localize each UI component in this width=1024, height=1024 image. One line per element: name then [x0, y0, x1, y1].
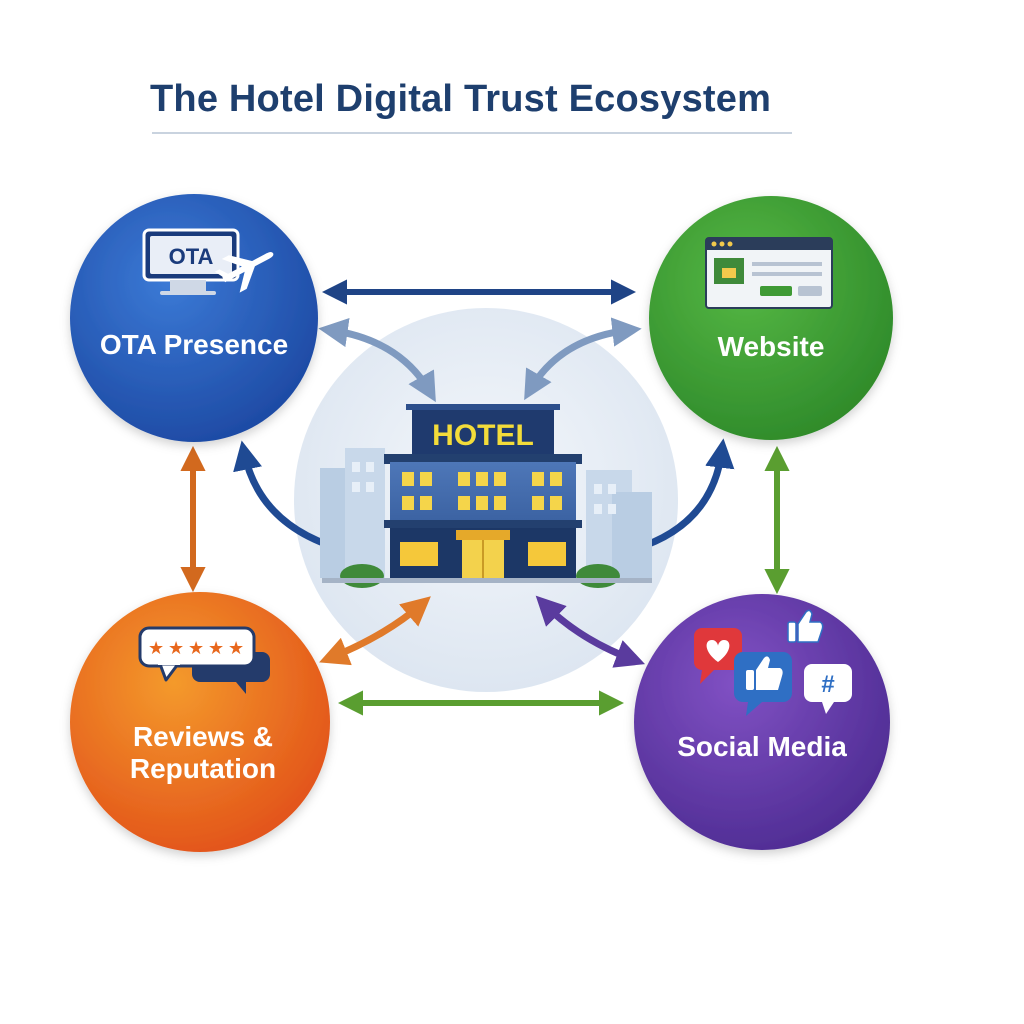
arrow-social-hotel: [535, 595, 646, 668]
monitor-icon: OTA: [142, 228, 240, 295]
ota-icon-text: OTA: [169, 244, 214, 269]
hotel-sign-board: [412, 408, 554, 456]
node-website: Website: [649, 196, 893, 440]
hashtag-icon-text: #: [821, 671, 834, 698]
city-building: [345, 448, 385, 578]
svg-text:★: ★: [168, 638, 184, 659]
reviews-label-line2: Reputation: [130, 753, 276, 784]
arrow-ota-hotel-light: [318, 317, 436, 403]
svg-text:★: ★: [148, 638, 164, 659]
title-underline: [152, 132, 792, 134]
svg-text:★: ★: [228, 638, 244, 659]
reviews-label-line1: Reviews &: [133, 721, 273, 752]
arrow-reviews-hotel: [319, 596, 431, 666]
hotel-windows: [402, 472, 562, 510]
hotel-sign-text: HOTEL: [432, 419, 534, 452]
social-circle: [634, 594, 890, 850]
entrance-canopy: [456, 530, 510, 540]
thumbs-up-icon: [734, 652, 792, 716]
browser-window-icon: [705, 237, 833, 309]
node-reviews: ★★★★★ Reviews & Reputation: [70, 592, 330, 852]
hotel-illustration: HOTEL: [320, 404, 652, 588]
star-rating-bubble-icon: ★★★★★: [138, 626, 270, 694]
hashtag-icon: #: [804, 664, 852, 714]
ota-label: OTA Presence: [100, 329, 288, 360]
bush: [576, 564, 620, 588]
website-circle: [649, 196, 893, 440]
airplane-icon: [214, 251, 274, 293]
page-title: The Hotel Digital Trust Ecosystem: [150, 78, 772, 120]
svg-text:★: ★: [208, 638, 224, 659]
thumbs-up-icon: [787, 609, 824, 643]
arrow-website-hotel-light: [524, 317, 642, 401]
website-label: Website: [718, 331, 825, 362]
node-ota: OTA OTA Presence: [70, 194, 318, 442]
svg-text:★: ★: [188, 638, 204, 659]
ground: [322, 578, 652, 583]
social-label: Social Media: [677, 731, 847, 762]
node-social: # Social Media: [634, 594, 890, 850]
ota-circle: [70, 194, 318, 442]
city-building: [612, 492, 652, 578]
bush: [340, 564, 384, 588]
heart-icon: [694, 628, 742, 684]
